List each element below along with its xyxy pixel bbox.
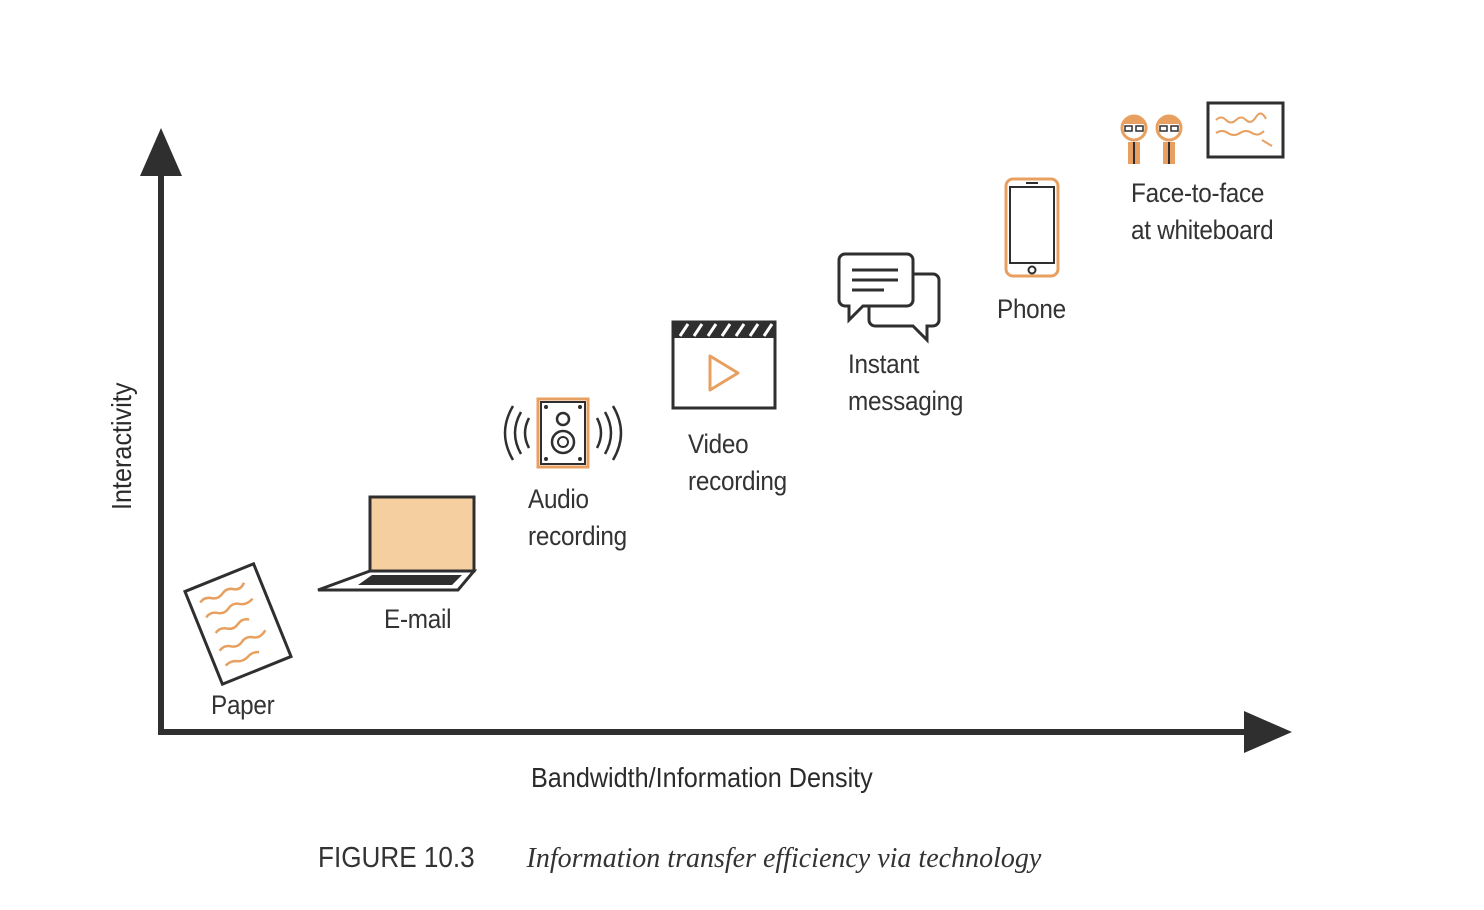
label-audio-recording: Audio recording xyxy=(528,484,627,551)
x-axis xyxy=(158,711,1292,753)
whiteboard-people-icon xyxy=(1120,101,1285,164)
figure-caption-text: Information transfer efficiency via tech… xyxy=(526,843,1042,874)
label-video-recording: Video recording xyxy=(688,429,787,496)
x-axis-arrowhead xyxy=(1244,711,1292,753)
y-axis-arrowhead xyxy=(140,128,182,176)
laptop-icon xyxy=(317,495,478,592)
person-icon xyxy=(1155,114,1183,164)
label-paper: Paper xyxy=(211,690,275,720)
figure-caption: FIGURE 10.3 Information transfer efficie… xyxy=(318,842,1041,875)
label-phone: Phone xyxy=(997,294,1066,324)
chat-bubbles-icon xyxy=(837,252,941,344)
person-icon xyxy=(1120,114,1148,164)
video-icon xyxy=(671,320,777,410)
label-instant-messaging: Instant messaging xyxy=(848,349,964,416)
y-axis xyxy=(140,128,182,733)
y-axis-title: Interactivity xyxy=(106,382,137,510)
label-email: E-mail xyxy=(384,604,452,634)
speaker-icon xyxy=(503,397,623,469)
phone-icon xyxy=(1004,177,1060,278)
paper-icon xyxy=(183,561,293,687)
figure-number: FIGURE 10.3 xyxy=(318,842,475,874)
label-face-to-face: Face-to-face at whiteboard xyxy=(1131,178,1274,245)
x-axis-title: Bandwidth/Information Density xyxy=(531,762,873,793)
